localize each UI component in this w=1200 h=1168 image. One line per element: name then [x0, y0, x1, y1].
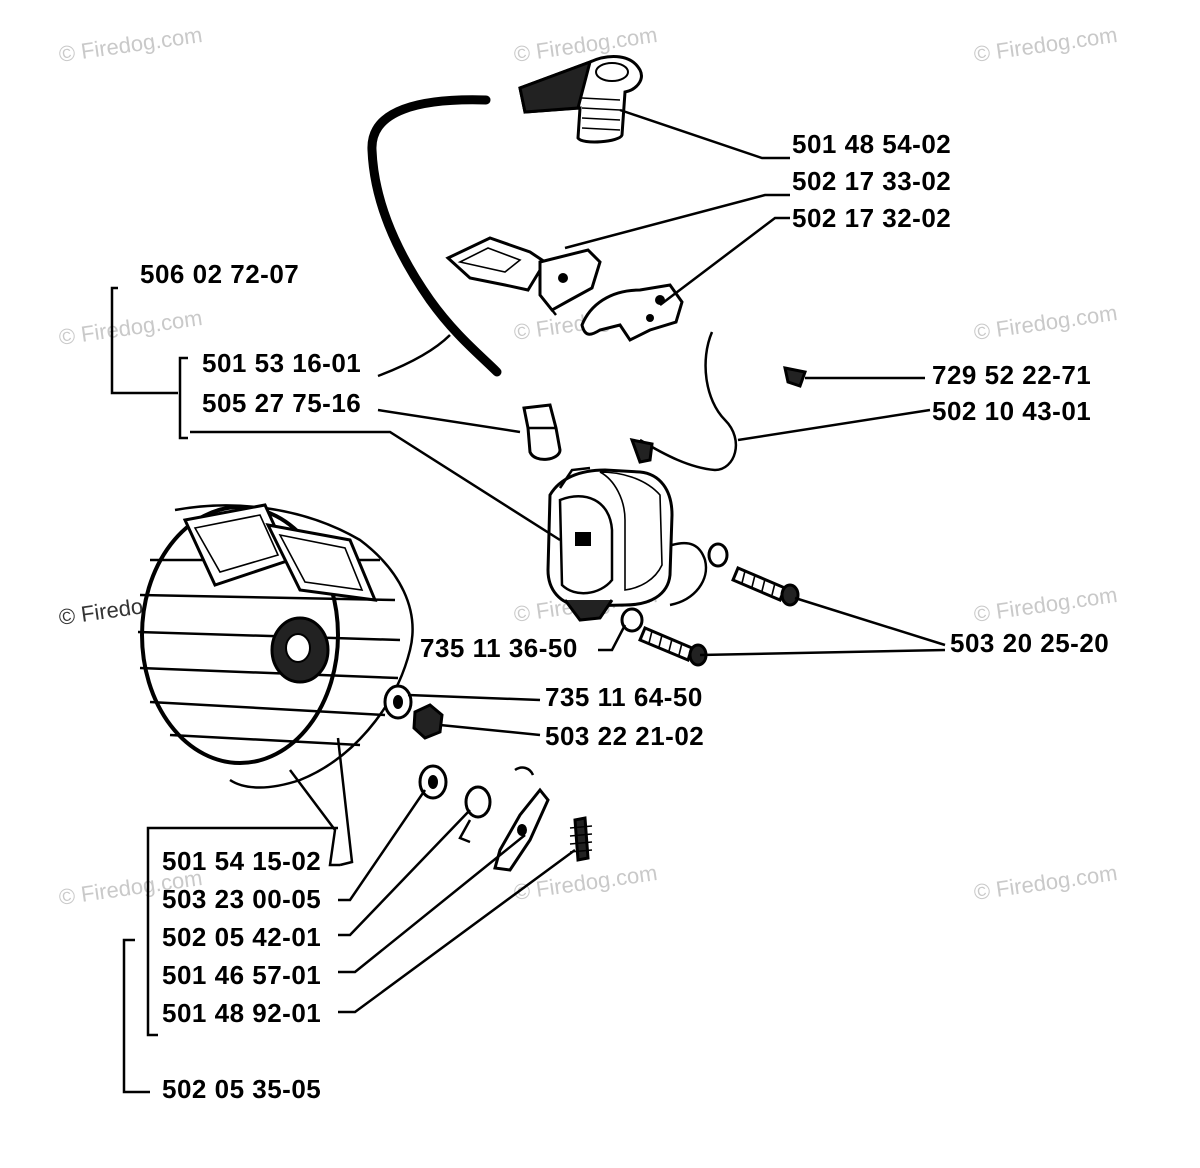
flywheel-icon [137, 503, 414, 789]
part-number: 729 52 22-71 [932, 360, 1091, 390]
ignition-module-icon [546, 466, 674, 622]
part-number: 502 05 35-05 [162, 1074, 321, 1104]
part-number: 502 17 33-02 [792, 166, 951, 196]
part-number: 506 02 72-07 [140, 259, 299, 289]
ignition-wire-icon [629, 331, 737, 472]
part-number: 735 11 64-50 [545, 682, 703, 712]
switch-bracket-icon [580, 283, 684, 342]
washer-icon [418, 764, 448, 800]
pawl-icon [493, 766, 550, 872]
watermark: © Firedog.com [972, 22, 1119, 67]
spark-plug-cap-icon [518, 55, 643, 144]
part-number: 502 05 42-01 [162, 922, 321, 952]
washer-icon [383, 684, 413, 720]
ignition-wire-icon [367, 95, 502, 377]
washer-icon [620, 607, 644, 633]
watermark: © Firedog.com [512, 860, 659, 905]
switch-bracket-icon [445, 236, 602, 316]
ignition-wire-icon [669, 541, 729, 607]
leader-lines [110, 108, 946, 1094]
part-labels: 501 48 54-02 502 17 33-02 502 17 32-02 5… [140, 129, 1109, 1104]
key-icon [458, 785, 492, 844]
watermark: © Firedog.com [512, 22, 659, 67]
spark-plug-cap-icon [522, 403, 562, 461]
watermark: © Firedog.com [57, 305, 204, 350]
part-number: 501 54 15-02 [162, 846, 321, 876]
watermark: © Firedog.com [972, 860, 1119, 905]
screw-icon [638, 626, 708, 667]
watermark: © Firedog.com [972, 582, 1119, 627]
watermark: © Firedog.com [57, 22, 204, 67]
part-number: 501 48 92-01 [162, 998, 321, 1028]
part-number: 501 46 57-01 [162, 960, 321, 990]
watermark: © Firedog.com [972, 300, 1119, 345]
spring-icon [569, 816, 593, 862]
screw-icon [783, 366, 807, 388]
part-number: 501 53 16-01 [202, 348, 361, 378]
nut-icon [412, 703, 444, 740]
part-number: 503 22 21-02 [545, 721, 704, 751]
part-number: 503 23 00-05 [162, 884, 321, 914]
part-number: 502 17 32-02 [792, 203, 951, 233]
part-number: 505 27 75-16 [202, 388, 361, 418]
part-number: 503 20 25-20 [950, 628, 1109, 658]
part-number: 502 10 43-01 [932, 396, 1091, 426]
part-number: 735 11 36-50 [420, 633, 578, 663]
screw-icon [731, 566, 800, 607]
part-number: 501 48 54-02 [792, 129, 951, 159]
watermarks: © Firedog.com © Firedog.com © Firedog.co… [57, 22, 1119, 910]
